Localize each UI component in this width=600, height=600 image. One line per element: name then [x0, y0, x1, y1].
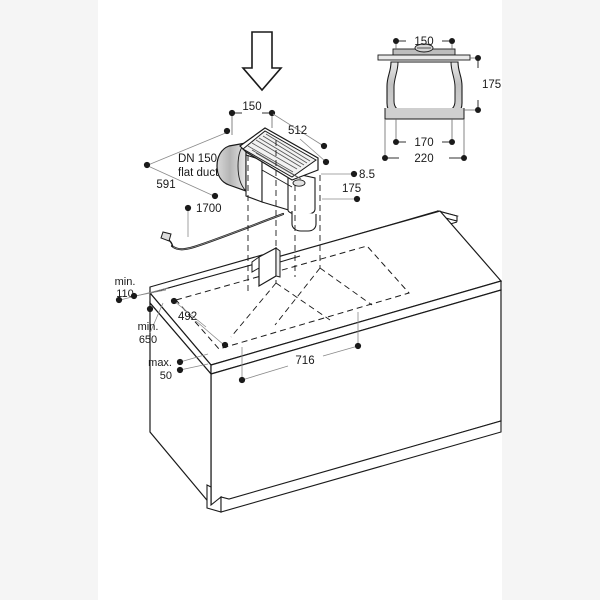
motor-dim-1700: 1700 [184, 203, 222, 237]
motor-dim-175: 175 [322, 183, 361, 203]
latch-oval-icon [292, 179, 306, 187]
detail-dim-170: 170 [393, 119, 455, 149]
detail-dim-150-label: 150 [414, 36, 433, 48]
detail-body [384, 61, 465, 120]
cabinet-dim-50-value: 50 [160, 370, 172, 382]
projection-lines [230, 140, 373, 338]
motor-dim-150: 150 [228, 101, 276, 135]
motor-outlet-spout [291, 211, 317, 232]
motor-dim-591: 591 [143, 127, 231, 200]
motor-unit-group [216, 127, 319, 232]
detail-dim-175-label: 175 [482, 79, 501, 91]
detail-cross-section-group: 150 175 170 [377, 36, 501, 165]
duct-type-line1: DN 150 [178, 153, 217, 165]
cabinet-assembly-group [148, 140, 503, 513]
hob-cutout-outline [175, 245, 410, 350]
duct-type-line2: flat duct [178, 167, 219, 179]
detail-dim-175: 175 [464, 55, 501, 113]
motor-dim-512-label: 512 [288, 125, 307, 137]
detail-dim-220: 220 [382, 119, 467, 165]
cabinet-dim-492: 492 [170, 297, 229, 349]
power-cable [160, 212, 285, 251]
motor-dim-175-label: 175 [342, 183, 361, 195]
cabinet-dim-650-prefix: min. [138, 321, 159, 333]
motor-dim-591-label: 591 [156, 179, 175, 191]
duct-type-label: DN 150 flat duct [178, 153, 219, 179]
left-background-band [0, 0, 98, 600]
cabinet-dim-492-label: 492 [178, 311, 197, 323]
cabinet-dim-716-label: 716 [295, 355, 314, 367]
detail-dim-220-label: 220 [414, 153, 433, 165]
cabinet-dim-110-value: 110 [116, 288, 134, 300]
flange-plate [377, 43, 471, 61]
downdraft-vent-element [251, 247, 301, 288]
insertion-arrow-icon [241, 31, 283, 92]
cabinet-dim-650-value: 650 [139, 334, 157, 346]
cabinet-dim-716: 716 [238, 312, 362, 384]
flat-duct-elbow [216, 142, 247, 192]
motor-dim-512: 512 [272, 113, 330, 166]
motor-dim-8-5-label: 8.5 [359, 169, 375, 181]
power-plug-icon [160, 231, 174, 248]
cabinet-dim-50-prefix: max. [148, 357, 172, 369]
detail-dim-150: 150 [393, 36, 455, 49]
motor-dim-1700-label: 1700 [196, 203, 222, 215]
cabinet-dim-min-650: min. 650 [138, 302, 164, 346]
motor-dim-150-label: 150 [242, 101, 261, 113]
motor-dim-8-5: 8.5 [321, 169, 375, 181]
cabinet-dim-110-prefix: min. [115, 276, 136, 288]
right-background-band [502, 0, 600, 600]
cabinet-plinth-front [220, 420, 502, 513]
cabinet-dim-max-50: max. 50 [148, 353, 209, 382]
cabinet-dim-min-110: min. 110 [115, 276, 169, 304]
grille-slats [247, 133, 311, 180]
detail-dim-170-label: 170 [414, 137, 433, 149]
